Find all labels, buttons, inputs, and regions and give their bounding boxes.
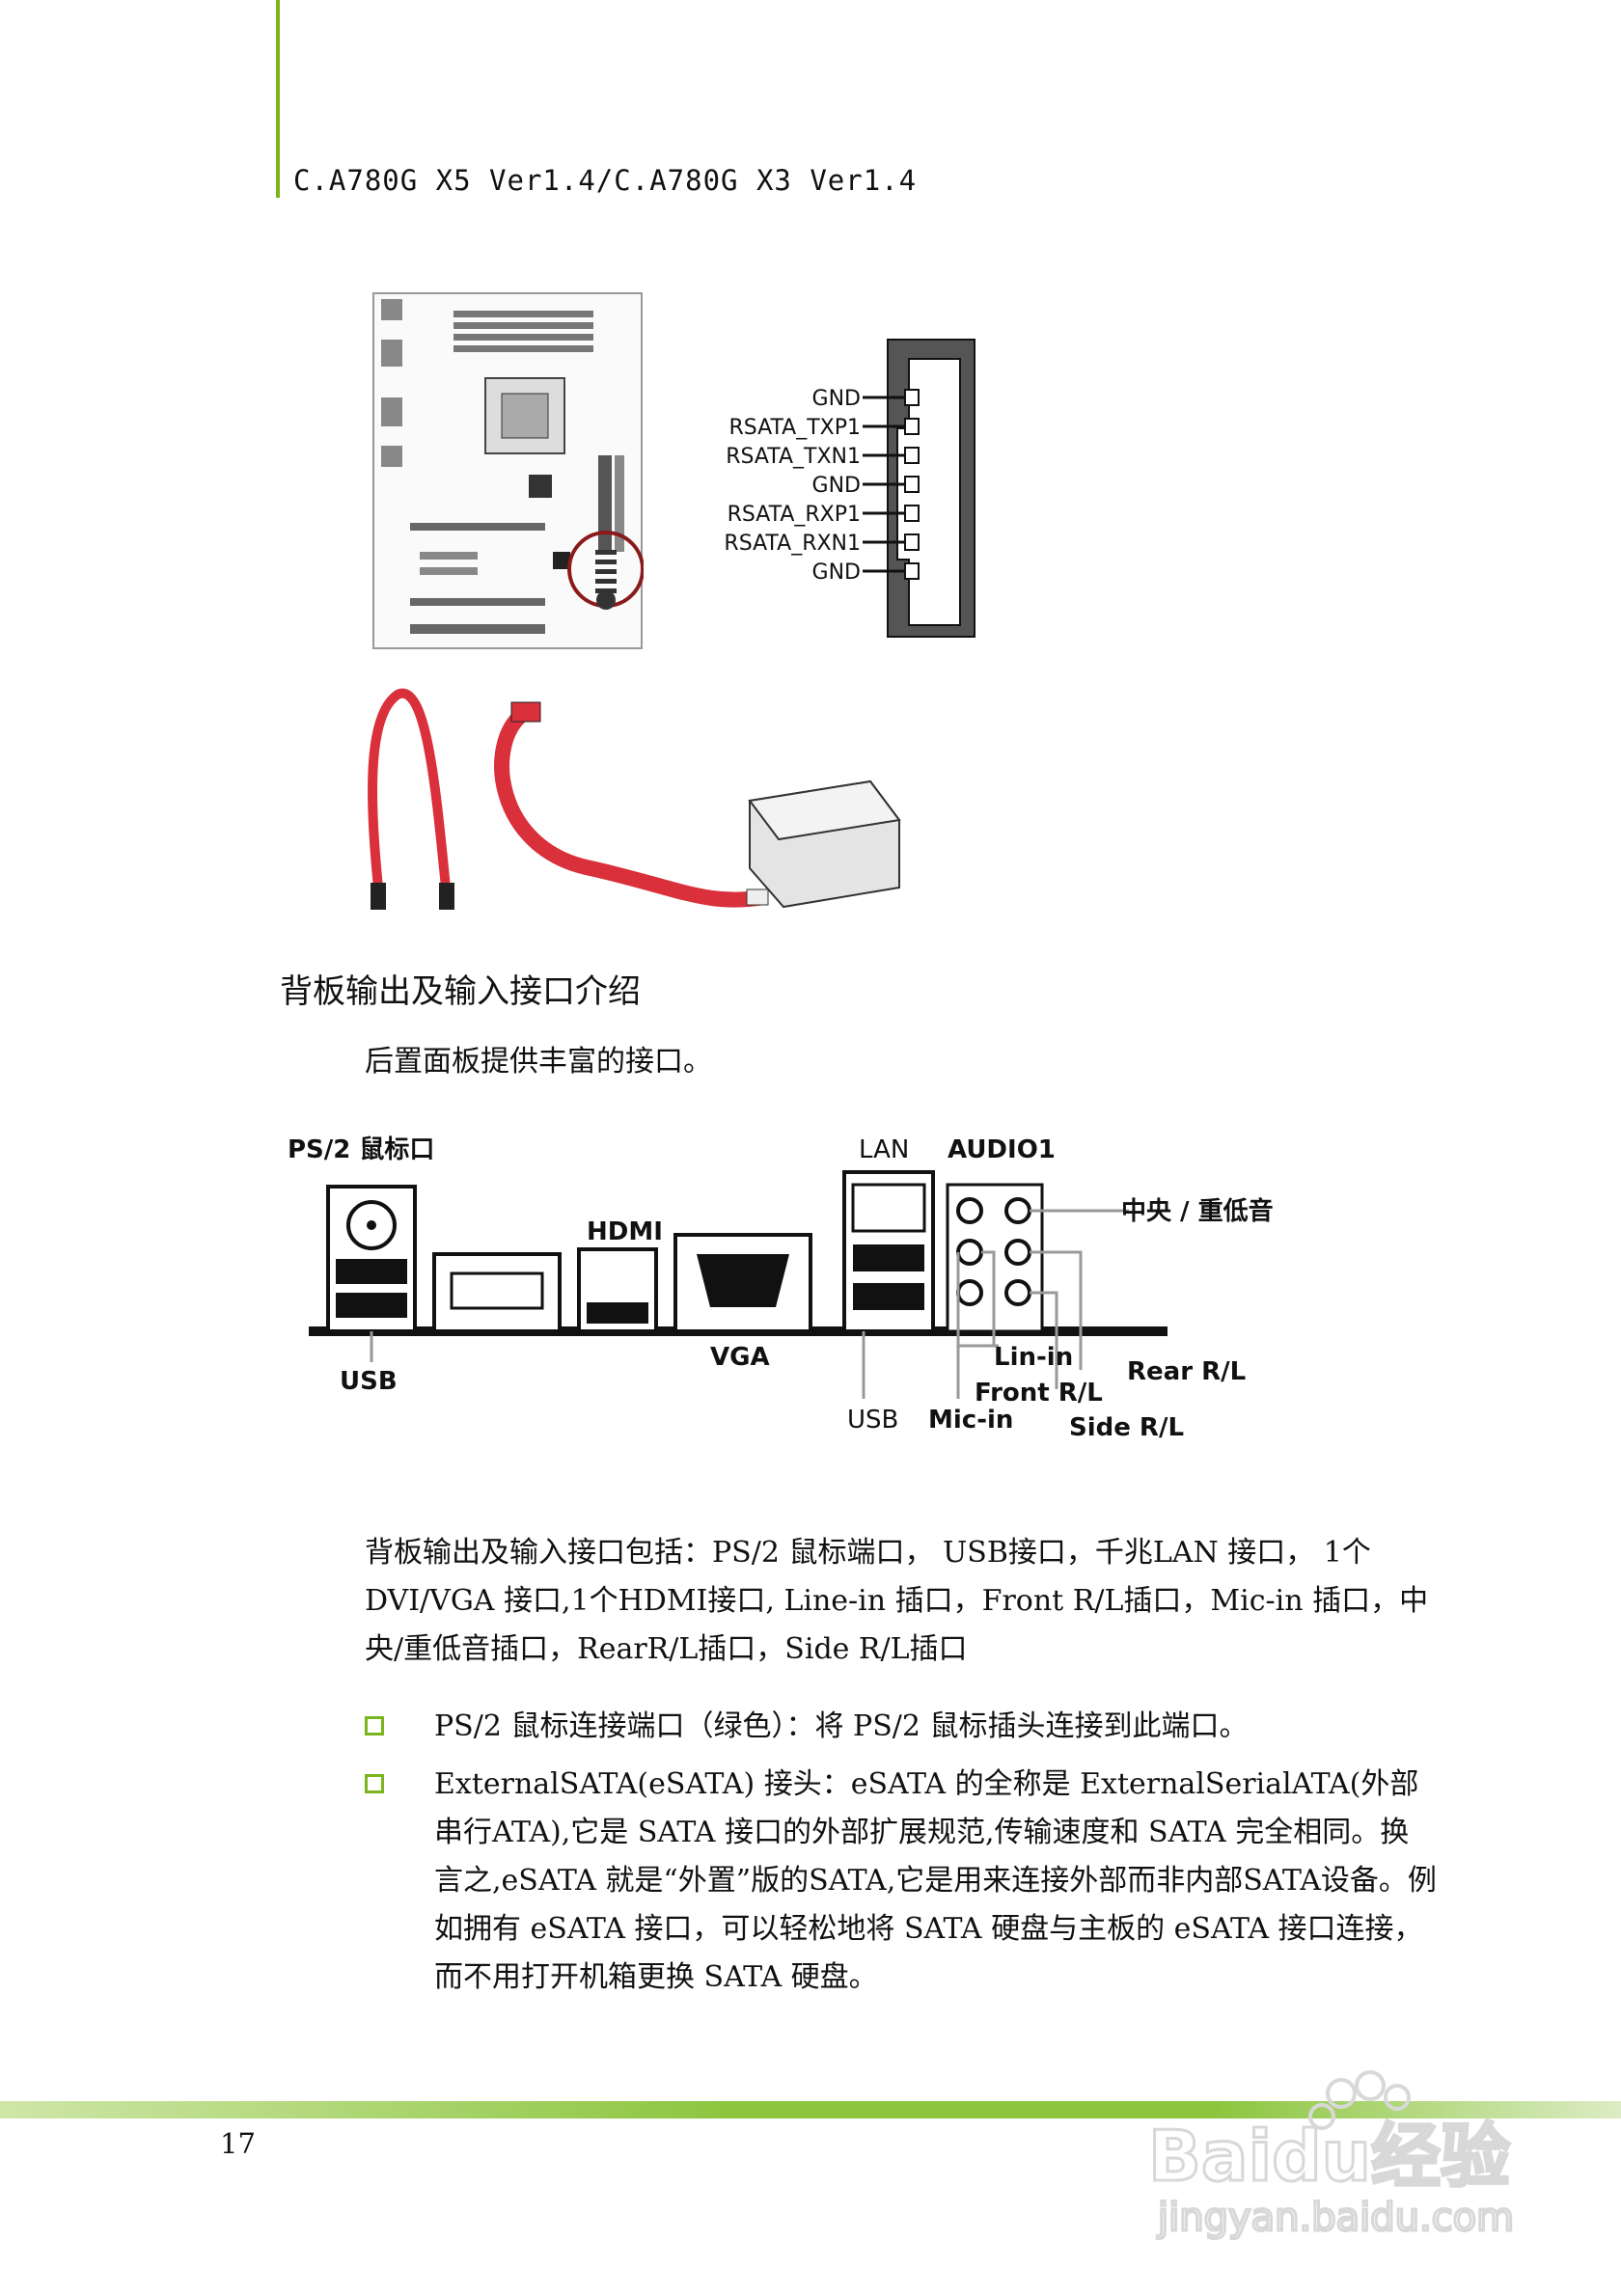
motherboard-layout-diagram (372, 292, 644, 649)
label-mic-in: Mic-in (928, 1406, 1013, 1435)
sata-connector-pinout: GNDRSATA_TXP1RSATA_TXN1GNDRSATA_RXP1RSAT… (724, 339, 975, 638)
label-rear-rl: Rear R/L (1127, 1357, 1246, 1386)
footer-accent-bar (0, 2101, 1621, 2118)
sata-pin-contact (904, 533, 920, 551)
section-title: 背板输出及输入接口介绍 (280, 972, 641, 1011)
sata-pin-contact (904, 389, 920, 406)
baidu-jingyan-watermark: Baidu经验 jingyan.baidu.com (1147, 2070, 1516, 2242)
watermark-brand: Baidu经验 (1148, 2116, 1510, 2197)
header-accent-bar (276, 0, 280, 198)
label-audio: AUDIO1 (948, 1135, 1056, 1164)
label-vga: VGA (710, 1343, 770, 1372)
sata-pin-label: GND (812, 474, 861, 498)
label-usb-right: USB (847, 1406, 898, 1435)
label-ps2-mouse: PS/2 鼠标口 (288, 1135, 434, 1164)
page-number: 17 (220, 2127, 256, 2160)
sata-pin-contact (904, 562, 920, 580)
sata-pin-contact (904, 505, 920, 522)
label-usb-left: USB (340, 1367, 398, 1396)
sata-pin-label: RSATA_RXP1 (728, 503, 861, 527)
header-title: C.A780G X5 Ver1.4/C.A780G X3 Ver1.4 (293, 164, 918, 197)
list-item: ExternalSATA(eSATA) 接头：eSATA 的全称是 Extern… (365, 1761, 1437, 2011)
sata-pin-label: RSATA_RXN1 (724, 532, 861, 556)
checkbox-bullet-icon (365, 1774, 384, 1793)
label-lin-in: Lin-in (994, 1343, 1073, 1372)
label-lan: LAN (859, 1135, 909, 1164)
list-item-text: ExternalSATA(eSATA) 接头：eSATA 的全称是 Extern… (434, 1767, 1437, 1994)
label-center-subwoofer: 中央 / 重低音 (1121, 1196, 1274, 1226)
label-side-rl: Side R/L (1069, 1413, 1184, 1442)
label-front-rl: Front R/L (975, 1379, 1103, 1408)
checkbox-bullet-icon (365, 1716, 384, 1736)
watermark-url: jingyan.baidu.com (1157, 2196, 1514, 2240)
section-intro: 后置面板提供丰富的接口。 (365, 1045, 712, 1079)
sata-pin-contact (904, 447, 920, 464)
sata-pin-label: RSATA_TXP1 (728, 416, 861, 440)
sata-pin-label: GND (812, 560, 861, 585)
sata-pin-contact (904, 476, 920, 493)
sata-pin-label: GND (812, 387, 861, 411)
rear-io-panel-diagram: PS/2 鼠标口 USB HDMI VGA LAN AUDIO1 中央 / 重低… (288, 1135, 1274, 1442)
label-hdmi: HDMI (587, 1217, 663, 1246)
list-item-text: PS/2 鼠标连接端口（绿色）：将 PS/2 鼠标插头连接到此端口。 (434, 1709, 1249, 1743)
sata-cable-illustration (368, 688, 901, 910)
sata-pin-label: RSATA_TXN1 (726, 445, 861, 469)
sata-pin-contact (904, 418, 920, 435)
rear-io-description: 背板输出及输入接口包括：PS/2 鼠标端口， USB接口，千兆LAN 接口， 1… (365, 1536, 1429, 1666)
list-item: PS/2 鼠标连接端口（绿色）：将 PS/2 鼠标插头连接到此端口。 (365, 1703, 1436, 1751)
